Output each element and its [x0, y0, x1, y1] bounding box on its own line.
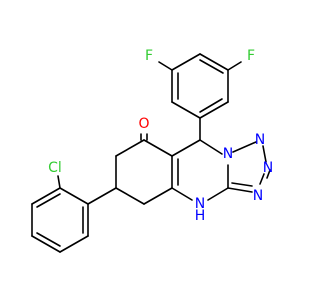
bond	[59, 187, 89, 205]
oxygen-atom-carbonyl: O	[138, 116, 149, 132]
molecule-diagram: F F O N N N N N H Cl	[31, 48, 273, 253]
bond	[199, 98, 223, 113]
bond	[227, 187, 253, 193]
bond	[87, 187, 117, 205]
bond	[199, 53, 229, 71]
bond	[57, 175, 61, 189]
bond	[31, 235, 61, 253]
bond	[171, 139, 201, 157]
atom-labels: F F O N N N N N H Cl	[48, 48, 273, 224]
bond	[31, 187, 61, 205]
bond	[262, 145, 267, 163]
bond	[36, 232, 61, 247]
nitrogen-atom-triazole-3: N	[253, 188, 263, 204]
bond	[199, 59, 224, 74]
bonds	[31, 53, 271, 253]
fluorine-atom-right: F	[247, 48, 255, 64]
fluorine-atom-left: F	[145, 48, 153, 64]
bond	[171, 53, 201, 71]
bond	[171, 187, 193, 201]
bond	[227, 61, 242, 71]
hydrogen-atom-on-nitrogen: H	[195, 208, 206, 224]
bond	[232, 141, 257, 153]
bond	[143, 187, 173, 205]
nitrogen-atom-nh: N	[195, 196, 205, 212]
bond	[199, 101, 229, 119]
nitrogen-atom-pyrimidine: N	[223, 146, 233, 162]
bond	[59, 235, 89, 253]
bond	[143, 139, 173, 157]
nitrogen-atom-triazole-1: N	[255, 132, 265, 148]
nitrogen-atom-triazole-2: N	[263, 160, 273, 176]
bond	[266, 169, 271, 179]
bond	[158, 61, 173, 71]
bond	[36, 193, 61, 208]
bond	[207, 187, 229, 201]
bond	[115, 139, 145, 157]
bond	[199, 139, 223, 155]
bond	[259, 173, 265, 185]
bond	[171, 101, 201, 119]
molecule-structure-canvas: F F O N N N N N H Cl	[31, 48, 273, 253]
bond	[115, 187, 145, 205]
bond	[231, 182, 253, 187]
chlorine-atom: Cl	[48, 160, 62, 176]
